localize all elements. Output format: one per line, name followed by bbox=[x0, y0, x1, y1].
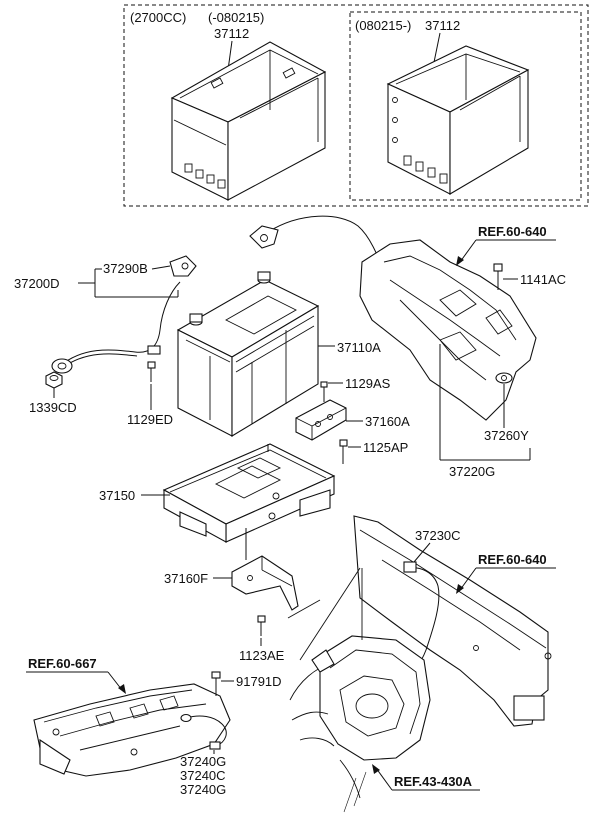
clamp-37160A bbox=[295, 399, 347, 441]
label-37290B: 37290B bbox=[103, 261, 148, 276]
transaxle-assembly bbox=[287, 567, 431, 799]
label-37240G-b: 37240G bbox=[180, 782, 226, 797]
bracket-37160F bbox=[231, 555, 299, 611]
body-panel-upper-right bbox=[359, 239, 537, 421]
cowl-panel-lower-left bbox=[33, 683, 231, 777]
variant-outer-box bbox=[123, 4, 589, 207]
box-right-part-label: 37112 bbox=[425, 18, 460, 33]
label-37230C: 37230C bbox=[415, 528, 461, 543]
ref-60-667: REF.60-667 bbox=[28, 656, 97, 671]
label-1123AE: 1123AE bbox=[239, 648, 285, 663]
label-37110A: 37110A bbox=[337, 340, 381, 355]
label-37160A: 37160A bbox=[365, 414, 410, 429]
label-1129ED: 1129ED bbox=[127, 412, 173, 427]
label-1129AS: 1129AS bbox=[345, 376, 391, 391]
label-37150: 37150 bbox=[99, 488, 135, 503]
bolt-1125AP bbox=[339, 439, 348, 464]
label-37200D: 37200D bbox=[14, 276, 60, 291]
label-37260Y: 37260Y bbox=[484, 428, 529, 443]
box-left-part-label: 37112 bbox=[214, 26, 249, 41]
ref-43-430A: REF.43-430A bbox=[394, 774, 473, 789]
battery-box-left bbox=[170, 41, 327, 201]
label-37240G-a: 37240G bbox=[180, 754, 226, 769]
bolt-1129ED bbox=[147, 361, 156, 382]
nut-1339CD bbox=[45, 371, 63, 389]
ground-cable-37240 bbox=[180, 713, 227, 750]
bolt-1141AC bbox=[493, 263, 503, 290]
tray-37150 bbox=[162, 443, 336, 543]
negative-cable bbox=[51, 255, 197, 374]
box-right-date-label: (080215-) bbox=[355, 18, 411, 33]
variant-inner-box bbox=[349, 11, 582, 201]
ref-60-640-top: REF.60-640 bbox=[478, 224, 547, 239]
label-1339CD: 1339CD bbox=[29, 400, 77, 415]
label-91791D: 91791D bbox=[236, 674, 282, 689]
battery-box-right bbox=[386, 45, 530, 195]
variant-label: (2700CC) bbox=[130, 10, 186, 25]
frame-rail-lower-right bbox=[353, 515, 552, 727]
label-1125AP: 1125AP bbox=[363, 440, 408, 455]
ref-60-640-mid: REF.60-640 bbox=[478, 552, 547, 567]
label-37220G: 37220G bbox=[449, 464, 495, 479]
battery-37110A bbox=[176, 271, 320, 437]
bolt-1123AE bbox=[257, 615, 266, 636]
label-1141AC: 1141AC bbox=[520, 272, 566, 287]
box-left-date-label: (-080215) bbox=[208, 10, 264, 25]
bolt-91791D bbox=[211, 671, 221, 696]
label-37160F: 37160F bbox=[164, 571, 208, 586]
bolt-1129AS bbox=[320, 381, 328, 402]
label-37240C: 37240C bbox=[180, 768, 226, 783]
